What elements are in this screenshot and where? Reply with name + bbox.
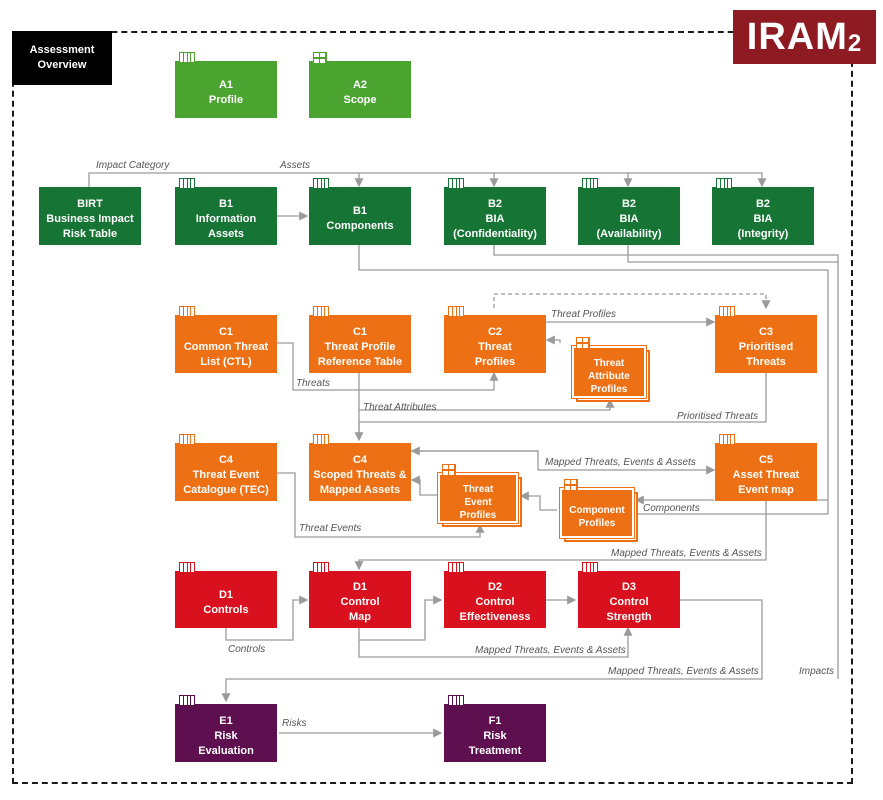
node-c1tp: C1 Threat Profile Reference Table	[309, 315, 411, 373]
node-cp-tab-icon	[564, 479, 578, 491]
node-e1: E1 Risk Evaluation	[175, 704, 277, 762]
node-d1m: D1 Control Map	[309, 571, 411, 628]
edge-label-prioritised-threats: Prioritised Threats	[677, 411, 759, 422]
assessment-frame	[12, 31, 853, 784]
edge-label-mapped-threats-4: Mapped Threats, Events & Assets	[608, 666, 759, 677]
edge-dashed-loop	[493, 293, 771, 310]
edge-label-risks: Risks	[282, 718, 307, 729]
node-f1-tab-icon	[448, 695, 464, 706]
node-f1: F1 Risk Treatment	[444, 704, 546, 762]
edge-label-mapped-threats-1: Mapped Threats, Events & Assets	[545, 457, 696, 468]
node-b2i-tab-icon	[716, 178, 732, 189]
node-d2: D2 Control Effectiveness	[444, 571, 546, 628]
edge-label-impacts: Impacts	[799, 666, 835, 677]
node-c3-tab-icon	[719, 306, 735, 317]
edge-tec-tep	[277, 472, 485, 538]
node-birt: BIRT Business Impact Risk Table	[39, 187, 141, 245]
edge-components-in	[638, 500, 829, 515]
edge-c5-d1m	[354, 500, 767, 571]
node-c4st: C4 Scoped Threats & Mapped Assets	[309, 443, 411, 501]
edge-label-threat-attributes: Threat Attributes	[363, 402, 437, 413]
edge-d3-e1	[221, 599, 763, 703]
node-tap-tab-icon	[576, 337, 590, 349]
node-d2-tab-icon	[448, 562, 464, 573]
node-d1c: D1 Controls	[175, 571, 277, 628]
node-c2-tab-icon	[448, 306, 464, 317]
edge-label-mapped-threats-3: Mapped Threats, Events & Assets	[475, 645, 626, 656]
node-d1m-tab-icon	[313, 562, 329, 573]
edge-tep-c4	[410, 475, 438, 496]
edge-label-controls: Controls	[228, 644, 266, 655]
node-a2: A2 Scope	[309, 61, 411, 118]
node-tep: Threat Event Profiles	[437, 472, 519, 524]
node-e1-tab-icon	[179, 695, 195, 706]
edge-tpr-attr	[358, 373, 615, 411]
edge-label-threats: Threats	[296, 378, 330, 389]
edge-controls-map	[225, 595, 309, 641]
logo-sub: 2	[847, 30, 863, 57]
edge-label-components: Components	[643, 503, 700, 514]
node-tep-tab-icon	[442, 464, 456, 476]
edge-impact-category	[88, 172, 767, 188]
node-c2: C2 Threat Profiles	[444, 315, 546, 373]
node-c1ctl-tab-icon	[179, 306, 195, 317]
node-c5: C5 Asset Threat Event map	[715, 443, 817, 501]
node-c1tp-tab-icon	[313, 306, 329, 317]
node-b2c: B2 BIA (Confidentiality)	[444, 187, 546, 245]
edge-label-mapped-threats-2: Mapped Threats, Events & Assets	[611, 548, 762, 559]
node-a2-tab-icon	[313, 52, 327, 64]
edge-label-threat-events: Threat Events	[299, 523, 362, 534]
edge-mapped-d3	[358, 626, 633, 658]
node-b1comp-tab-icon	[313, 178, 329, 189]
node-tap: Threat Attribute Profiles	[571, 345, 647, 399]
node-a1: A1 Profile	[175, 61, 277, 118]
node-d3-tab-icon	[582, 562, 598, 573]
node-b2c-tab-icon	[448, 178, 464, 189]
assessment-overview-label: Assessment Overview	[12, 31, 112, 85]
edge-cp-tep	[519, 491, 557, 511]
node-c4tec-tab-icon	[179, 434, 195, 445]
logo-main: IRAM	[746, 15, 848, 58]
node-b2i: B2 BIA (Integrity)	[712, 187, 814, 245]
node-b2a: B2 BIA (Availability)	[578, 187, 680, 245]
node-c4st-tab-icon	[313, 434, 329, 445]
edge-label-assets: Assets	[280, 160, 311, 171]
node-b2a-tab-icon	[582, 178, 598, 189]
edge-label-threat-profiles: Threat Profiles	[551, 309, 617, 320]
node-c4tec: C4 Threat Event Catalogue (TEC)	[175, 443, 277, 501]
node-c1ctl: C1 Common Threat List (CTL)	[175, 315, 277, 373]
edge-label-impact-category: Impact Category	[96, 160, 170, 171]
node-d1c-tab-icon	[179, 562, 195, 573]
node-a1-tab-icon	[179, 52, 195, 63]
node-c3: C3 Prioritised Threats	[715, 315, 817, 373]
edge-c3-c4	[358, 373, 767, 440]
node-b1comp: B1 Components	[309, 187, 411, 245]
node-cp: Component Profiles	[559, 487, 635, 539]
edge-b2c-right	[493, 245, 839, 679]
edge-b2a-right	[627, 245, 838, 263]
node-b1info: B1 Information Assets	[175, 187, 277, 245]
edge-tap-c2	[545, 335, 561, 345]
node-c5-tab-icon	[719, 434, 735, 445]
node-b1info-tab-icon	[179, 178, 195, 189]
edge-ctl-c2	[277, 342, 499, 391]
edge-map-d2	[358, 595, 443, 641]
node-d3: D3 Control Strength	[578, 571, 680, 628]
